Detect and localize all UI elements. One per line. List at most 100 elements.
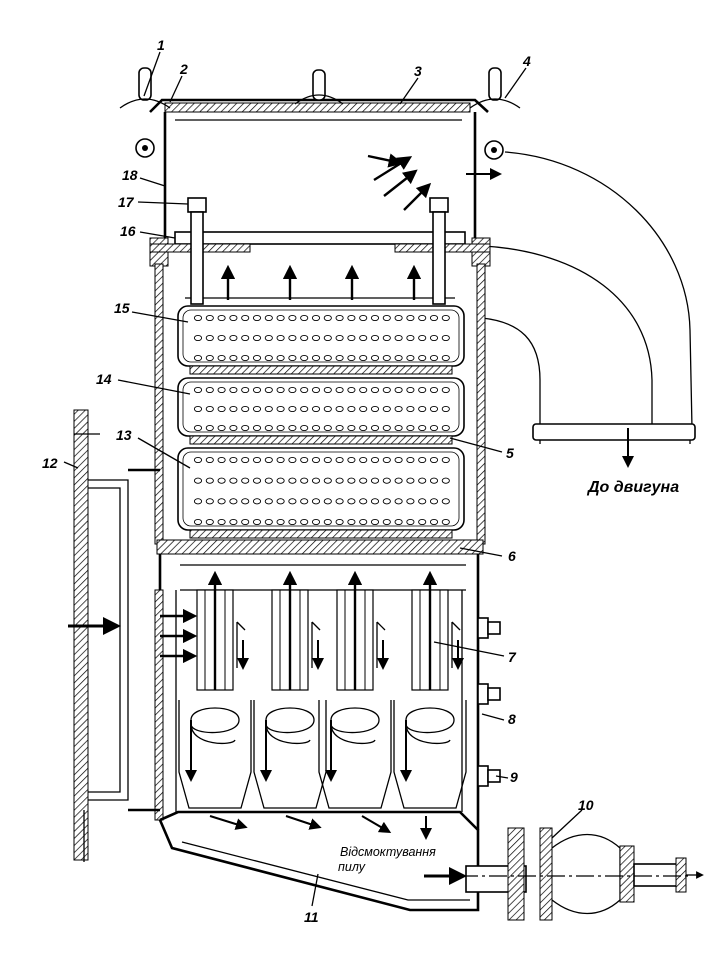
mesh-loop bbox=[335, 518, 344, 526]
mesh-loop bbox=[264, 405, 273, 413]
mesh-loop bbox=[406, 456, 415, 464]
mesh-loop bbox=[193, 386, 203, 394]
mesh-loop bbox=[229, 518, 238, 526]
mesh-loop bbox=[264, 314, 273, 322]
mesh-loop bbox=[347, 405, 356, 413]
mesh-loop bbox=[441, 354, 450, 362]
mesh-loop bbox=[300, 456, 309, 464]
mesh-loop bbox=[359, 334, 368, 342]
cyclone-tubes bbox=[178, 589, 467, 809]
mesh-loop bbox=[300, 405, 309, 413]
mesh-loop bbox=[241, 477, 250, 484]
mesh-loop bbox=[311, 354, 321, 362]
mesh-loop bbox=[347, 477, 356, 484]
cassette-inner bbox=[182, 451, 460, 527]
label-6: 6 bbox=[508, 548, 516, 564]
mesh-loop bbox=[311, 518, 321, 526]
mesh-loop bbox=[276, 405, 285, 413]
mesh-loop bbox=[205, 354, 214, 362]
mesh-loop bbox=[370, 477, 380, 484]
label-17: 17 bbox=[118, 194, 135, 210]
mesh-loop bbox=[288, 518, 297, 526]
label-2: 2 bbox=[179, 61, 188, 77]
mesh-loop bbox=[323, 354, 332, 362]
caption-to-engine: До двигуна bbox=[586, 479, 679, 496]
cyclone-swirl bbox=[190, 707, 240, 745]
mesh-loop bbox=[229, 334, 238, 342]
mesh-loop bbox=[347, 314, 356, 322]
mesh-loop bbox=[217, 518, 226, 526]
mesh-loop bbox=[252, 498, 262, 505]
mesh-loop bbox=[252, 354, 262, 362]
mesh-loop bbox=[193, 518, 203, 526]
mesh-loop bbox=[205, 498, 214, 505]
mesh-loop bbox=[193, 354, 203, 362]
mesh-loop bbox=[241, 334, 250, 342]
mesh-loop bbox=[382, 386, 391, 394]
mesh-loop bbox=[252, 405, 262, 413]
callout-labels: 1 2 3 4 5 6 7 8 9 10 11 12 13 14 15 16 1… bbox=[42, 37, 594, 925]
mesh-loop bbox=[300, 498, 309, 505]
cyclone-guide bbox=[236, 621, 246, 631]
mesh-loop bbox=[288, 405, 297, 413]
mesh-loop bbox=[370, 456, 380, 464]
mesh-loop bbox=[276, 386, 285, 394]
wing-nut-right[interactable] bbox=[469, 67, 521, 160]
mesh-loop bbox=[217, 386, 226, 394]
mesh-loop bbox=[252, 314, 262, 322]
filter-cassette bbox=[177, 305, 465, 375]
stud-right bbox=[429, 197, 449, 305]
mesh-loop bbox=[193, 477, 203, 484]
cyclone-swirl bbox=[330, 707, 380, 745]
stud-left bbox=[187, 197, 207, 305]
mesh-loop bbox=[300, 477, 309, 484]
wing-nut-center[interactable] bbox=[294, 69, 344, 105]
mesh-loop bbox=[359, 314, 368, 322]
mesh-loop bbox=[217, 354, 226, 362]
mesh-loop bbox=[382, 405, 391, 413]
mesh-loop bbox=[229, 386, 238, 394]
mesh-loop bbox=[264, 424, 273, 432]
mesh-loop bbox=[323, 405, 332, 413]
mesh-loop bbox=[252, 334, 262, 342]
mesh-loop bbox=[288, 477, 297, 484]
mesh-loop bbox=[300, 354, 309, 362]
cyclone-swirl bbox=[405, 707, 455, 745]
label-13: 13 bbox=[116, 427, 132, 443]
mesh-loop bbox=[406, 477, 415, 484]
mesh-loop bbox=[418, 354, 427, 362]
mesh-loop bbox=[370, 405, 380, 413]
mesh-loop bbox=[429, 477, 439, 484]
cyclone-swirl bbox=[265, 707, 315, 745]
mesh-loop bbox=[323, 498, 332, 505]
cyclone-guide bbox=[451, 621, 461, 631]
mesh-loop bbox=[347, 498, 356, 505]
mesh-loop bbox=[323, 477, 332, 484]
mesh-loop bbox=[193, 424, 203, 432]
mesh-loop bbox=[264, 386, 273, 394]
mesh-loop bbox=[418, 477, 427, 484]
caption-dust-line1: Відсмоктування bbox=[340, 845, 436, 859]
cyclone-body bbox=[393, 700, 467, 809]
label-1: 1 bbox=[157, 37, 165, 53]
mesh-loop bbox=[229, 424, 238, 432]
mesh-loop bbox=[359, 518, 368, 526]
mesh-loop bbox=[217, 314, 226, 322]
mesh-loop bbox=[359, 354, 368, 362]
wing-nut-left[interactable] bbox=[119, 67, 171, 158]
mesh-loop bbox=[205, 424, 214, 432]
mesh-loop bbox=[418, 456, 427, 464]
label-4: 4 bbox=[522, 53, 531, 69]
label-14: 14 bbox=[96, 371, 112, 387]
mesh-loop bbox=[229, 314, 238, 322]
mesh-loop bbox=[264, 518, 273, 526]
mesh-loop bbox=[335, 354, 344, 362]
flow-arrow bbox=[367, 153, 404, 168]
mesh-loop bbox=[382, 314, 391, 322]
mesh-loop bbox=[441, 424, 450, 432]
cyclone-body bbox=[318, 700, 392, 809]
flow-arrow bbox=[383, 169, 418, 197]
mesh-loop bbox=[300, 314, 309, 322]
mesh-loop bbox=[217, 424, 226, 432]
mesh-loop bbox=[429, 518, 439, 526]
